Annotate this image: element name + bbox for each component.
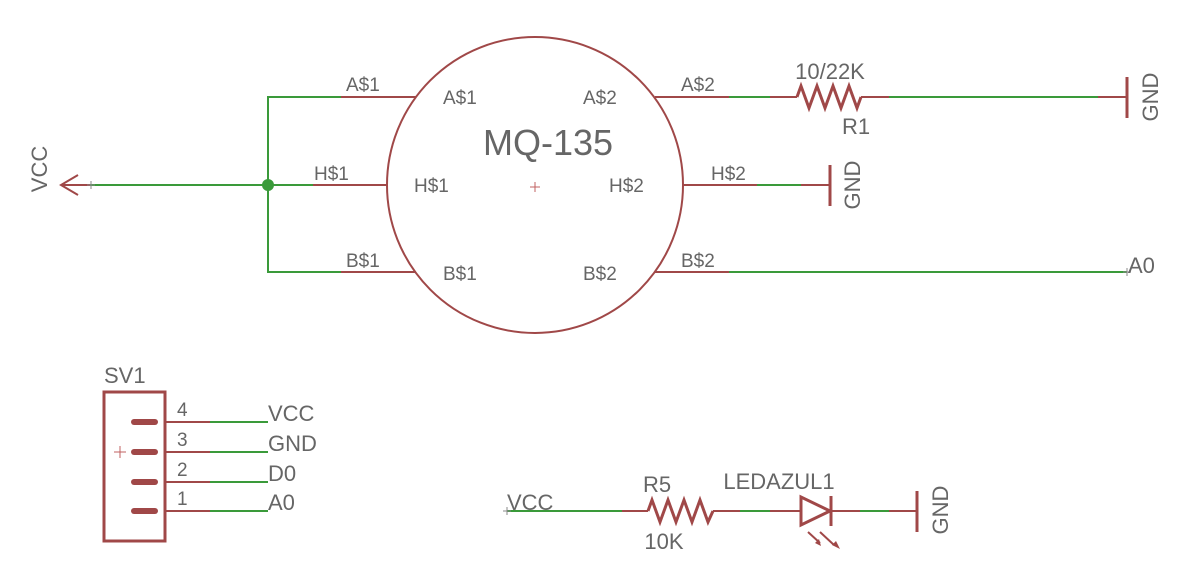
r5-value: 10K: [644, 529, 683, 554]
led-emission-arrow-2: [819, 531, 835, 546]
r1-zigzag: [795, 81, 863, 113]
r1-value: 10/22K: [795, 59, 865, 84]
sensor-pin-label-b2: B$2: [583, 264, 617, 285]
gnd-symbol-r1[interactable]: GND: [1098, 73, 1163, 122]
sensor-pin-label-b1: B$1: [443, 264, 477, 285]
sensor-name: MQ-135: [483, 122, 613, 163]
led-azul[interactable]: LEDAZUL1: [723, 469, 860, 549]
sensor-pad-h2: H$2: [711, 164, 746, 185]
bottom-vcc-label: VCC: [507, 490, 554, 515]
sv1-pin-num-3: 3: [177, 430, 188, 451]
wire-junction: [262, 179, 274, 191]
sv1-body: [102, 390, 167, 543]
gnd-r1-label: GND: [1138, 73, 1163, 122]
vcc-arrow: [59, 174, 79, 196]
led-name: LEDAZUL1: [723, 469, 834, 494]
sensor-pin-label-a2: A$2: [583, 88, 617, 109]
sensor-pin-label-h1: H$1: [414, 176, 449, 197]
sv1-pin-num-1: 1: [177, 489, 188, 510]
led-emission-head-1: [815, 539, 821, 546]
resistor-r1[interactable]: 10/22K R1: [770, 59, 889, 139]
vcc-symbol[interactable]: VCC: [27, 146, 95, 196]
sv1-net-d0: D0: [268, 461, 296, 486]
r5-name: R5: [643, 472, 671, 497]
sensor-pad-b2: B$2: [681, 251, 715, 272]
sensor-pad-a1: A$1: [346, 75, 380, 96]
sensor-pin-label-a1: A$1: [443, 88, 477, 109]
a0-net-label[interactable]: A0: [1123, 253, 1155, 278]
gnd-h2-label: GND: [840, 161, 865, 210]
sensor-pad-a2: A$2: [681, 75, 715, 96]
gnd-symbol-led[interactable]: GND: [889, 486, 953, 535]
header-sv1[interactable]: SV1 4 3 2 1 VCC GND D0 A0: [102, 363, 317, 543]
sensor-mq135[interactable]: MQ-135 A$1 H$1 B$1 A$2 H$2 B$2 A$1 H$1 B…: [313, 36, 757, 334]
sensor-pin-label-h2: H$2: [609, 176, 644, 197]
gnd-led-label: GND: [928, 486, 953, 535]
vcc-label: VCC: [27, 146, 52, 193]
sv1-name: SV1: [104, 363, 146, 388]
resistor-r5[interactable]: R5 10K: [622, 472, 740, 554]
sv1-net-vcc: VCC: [268, 401, 315, 426]
a0-label: A0: [1128, 253, 1155, 278]
sv1-pin-num-2: 2: [177, 460, 188, 481]
gnd-symbol-h2[interactable]: GND: [801, 161, 865, 210]
sv1-net-a0: A0: [268, 490, 295, 515]
sensor-pad-h1: H$1: [314, 164, 349, 185]
sv1-net-gnd: GND: [268, 431, 317, 456]
bottom-vcc-net[interactable]: VCC: [503, 490, 554, 515]
sv1-pin-num-4: 4: [177, 400, 188, 421]
led-emission-head-2: [832, 541, 840, 549]
led-triangle: [799, 494, 834, 528]
r5-zigzag: [646, 495, 715, 527]
sensor-pad-b1: B$1: [346, 251, 380, 272]
r1-name: R1: [842, 114, 870, 139]
